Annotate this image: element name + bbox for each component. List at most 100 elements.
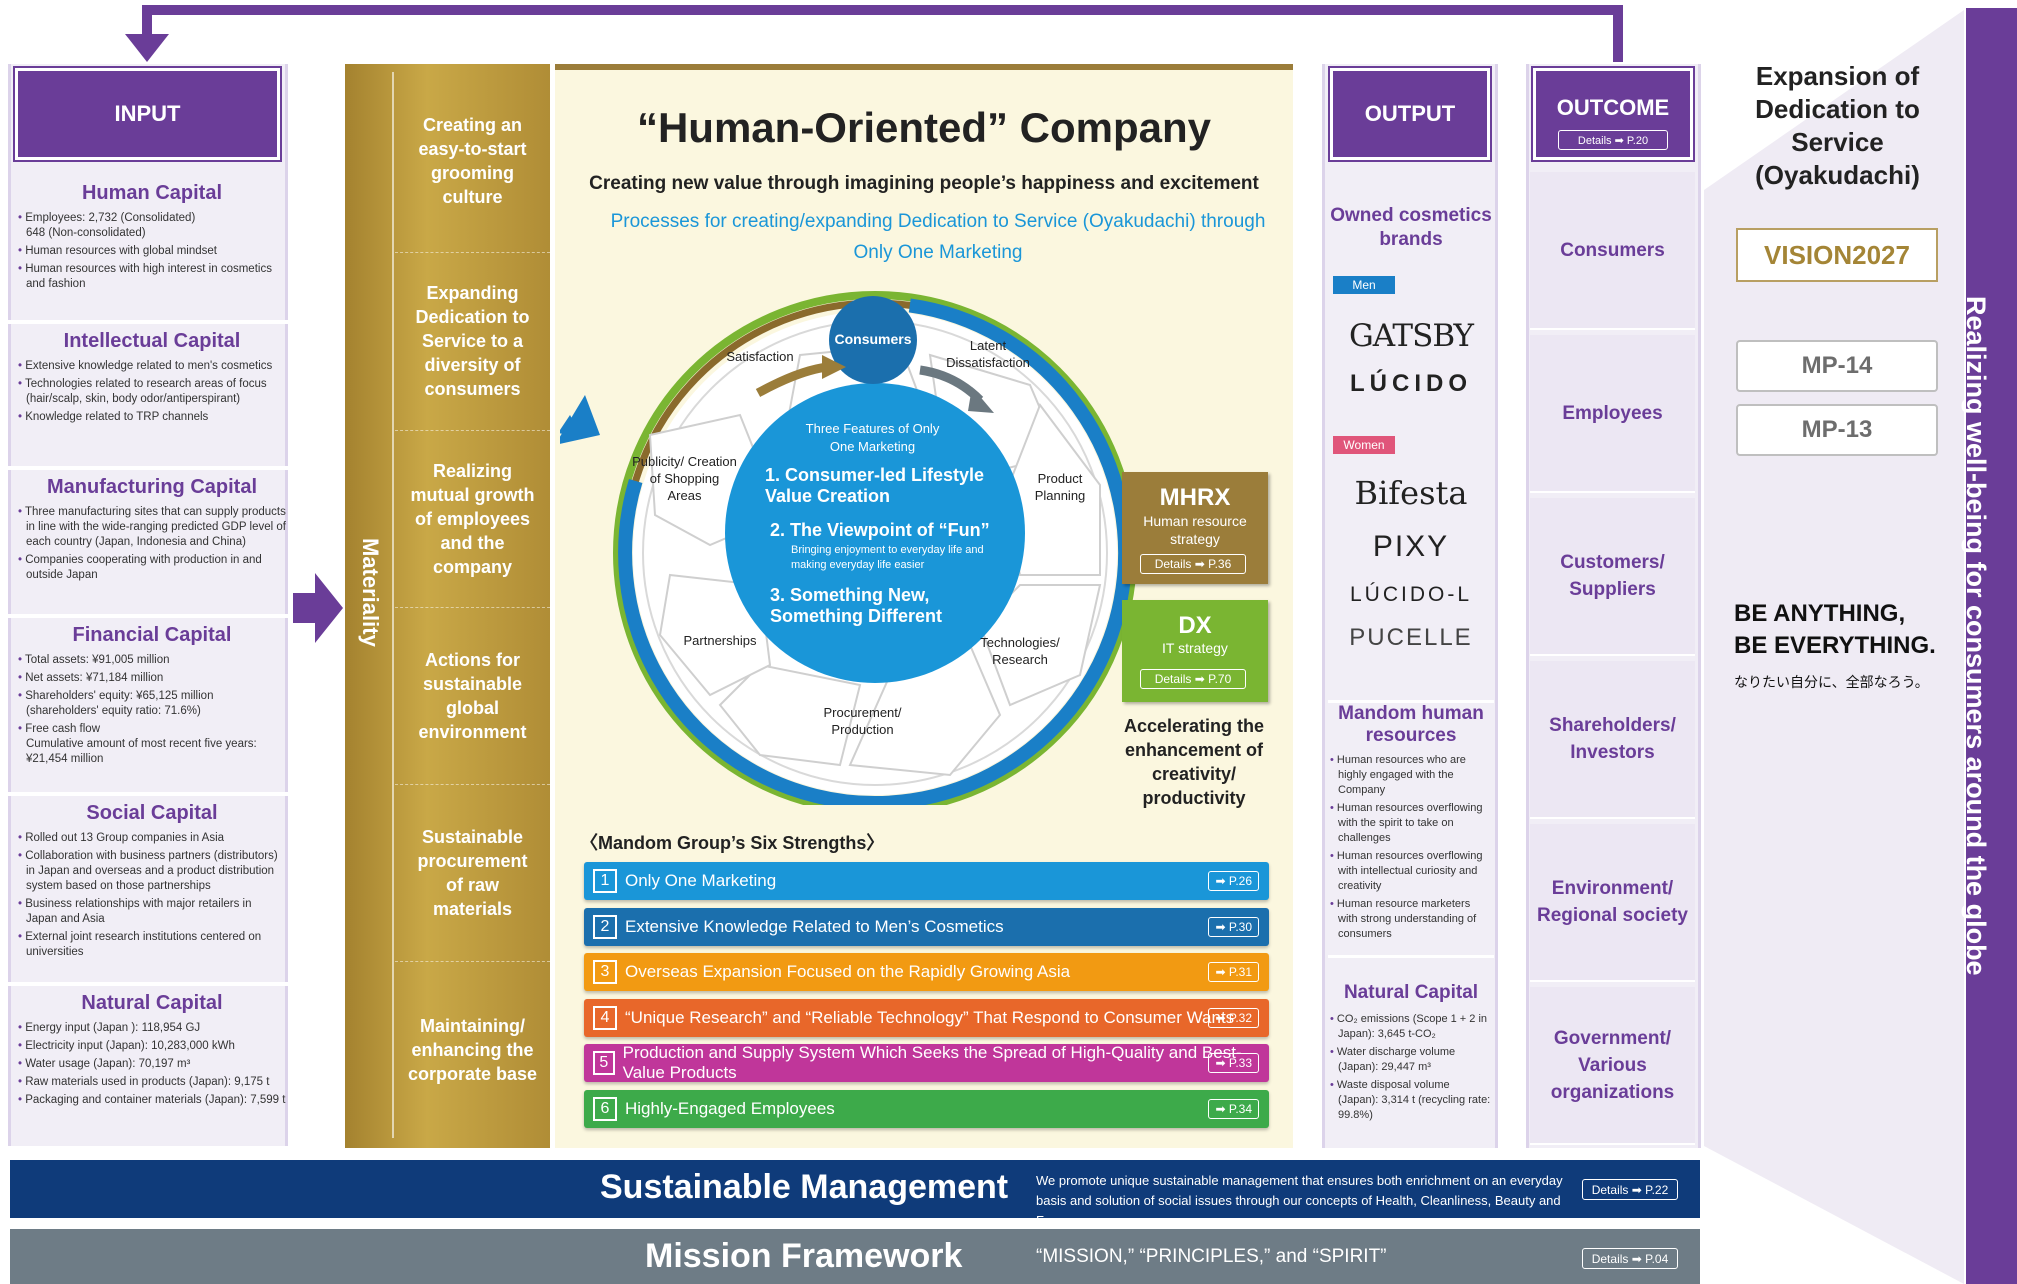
dx-sub: IT strategy <box>1162 640 1228 656</box>
feedback-arrow <box>125 5 1623 62</box>
brand-bifesta: Bifesta <box>1354 474 1468 512</box>
strength-page-link[interactable]: ➡ P.32 <box>1208 1007 1259 1028</box>
outcome-item: Employees <box>1530 335 1695 493</box>
strength-number: 1 <box>593 869 617 893</box>
center-subtitle: Creating new value through imagining peo… <box>589 173 1259 194</box>
outcome-header: OUTCOME <box>1531 66 1695 162</box>
capital-title: Human Capital <box>81 182 223 204</box>
mhrx-details-button[interactable]: Details ➡ P.36 <box>1140 554 1246 574</box>
capital-item: Electricity input (Japan): 10,283,000 kW… <box>18 1039 286 1054</box>
capital-item: Total assets: ¥91,005 million <box>18 653 286 668</box>
capital-intellectual-capital: Intellectual CapitalExtensive knowledge … <box>18 330 286 428</box>
mhrx-title: MHRX <box>1159 484 1231 511</box>
strength-label: Only One Marketing <box>625 871 777 890</box>
brands-title: Owned cosmetics brands <box>1330 205 1492 250</box>
vision2027-box: VISION2027 <box>1736 228 1938 282</box>
strength-page-link[interactable]: ➡ P.33 <box>1208 1053 1259 1073</box>
strength-row[interactable]: 1 Only One Marketing ➡ P.26 <box>584 862 1269 900</box>
materiality-band <box>345 64 550 1148</box>
materiality-item: Maintaining/ enhancing the corporate bas… <box>395 961 550 1138</box>
outcome-item: Customers/ Suppliers <box>1530 498 1695 656</box>
capital-social-capital: Social CapitalRolled out 13 Group compan… <box>18 802 286 963</box>
outcome-funnel <box>1704 10 1964 1284</box>
brand-lucido-l: LÚCIDO-L <box>1349 583 1473 606</box>
capital-item: Human resources with global mindset <box>18 244 286 259</box>
capital-item: Shareholders' equity: ¥65,125 million (s… <box>18 689 286 719</box>
strength-page-link[interactable]: ➡ P.34 <box>1208 1098 1259 1119</box>
strengths-title: 〈Mandom Group’s Six Strengths〉 <box>580 833 885 853</box>
outcome-item: Environment/ Regional society <box>1530 824 1695 982</box>
strength-page-link[interactable]: ➡ P.26 <box>1208 871 1259 891</box>
strength-number: 4 <box>593 1005 617 1030</box>
slogan-japanese: なりたい自分に、全部なろう。 <box>1734 674 1929 690</box>
vision-heading: Expansion of Dedication to Service (Oyak… <box>1755 61 1920 190</box>
segment-satisfaction: Satisfaction <box>726 349 794 364</box>
sm-details-button[interactable]: Details ➡ P.22 <box>1582 1179 1678 1200</box>
women-tag: Women <box>1333 436 1395 454</box>
feature-2-sub: Bringing enjoyment to everyday life and … <box>791 544 984 571</box>
capital-item: Business relationships with major retail… <box>18 897 286 927</box>
hr-item: Human resources who are highly engaged w… <box>1330 753 1492 798</box>
capital-separator <box>8 466 288 470</box>
capital-title: Social Capital <box>86 802 218 824</box>
output-panel <box>1322 64 1498 1148</box>
slogan-line-1: BE ANYTHING, <box>1734 600 1906 627</box>
mhrx-sub: Human resource strategy <box>1143 513 1247 547</box>
capital-item: Energy input (Japan ): 118,954 GJ <box>18 1021 286 1036</box>
strength-page-link[interactable]: ➡ P.31 <box>1208 962 1259 982</box>
out-natural-list: CO₂ emissions (Scope 1 + 2 in Japan): 3,… <box>1330 1012 1492 1126</box>
mf-details-button[interactable]: Details ➡ P.04 <box>1582 1248 1678 1269</box>
dx-details-button[interactable]: Details ➡ P.70 <box>1140 669 1246 689</box>
feature-1: 1. Consumer-led Lifestyle Value Creation <box>765 465 985 506</box>
outcome-details-button[interactable]: Details ➡ P.20 <box>1558 130 1668 150</box>
out-natural-item: Waste disposal volume (Japan): 3,314 t (… <box>1330 1078 1492 1123</box>
capital-financial-capital: Financial CapitalTotal assets: ¥91,005 m… <box>18 624 286 770</box>
mission-framework-bar <box>10 1229 1700 1284</box>
strength-number: 5 <box>593 1051 615 1075</box>
accel-text: Accelerating the enhancement of creativi… <box>1123 716 1265 808</box>
materiality-divider <box>392 72 394 1138</box>
brand-gatsby: GATSBY <box>1348 318 1474 354</box>
segment-procurement-production: Procurement/ Production <box>823 705 902 737</box>
input-header: INPUT <box>13 66 282 162</box>
capital-item: Free cash flow Cumulative amount of most… <box>18 722 286 767</box>
hr-item: Human resources overflowing with intelle… <box>1330 849 1492 894</box>
segment-publicity: Publicity/ Creation of Shopping Areas <box>632 454 737 503</box>
hr-title: Mandom human resources <box>1338 703 1484 746</box>
strength-row[interactable]: 4“Unique Research” and “Reliable Technol… <box>584 998 1269 1037</box>
outcome-item: Government/ Various organizations <box>1530 987 1695 1145</box>
capital-title: Intellectual Capital <box>63 330 241 352</box>
capital-title: Manufacturing Capital <box>46 476 257 498</box>
strength-label: Highly-Engaged Employees <box>625 1098 835 1118</box>
capital-item: Employees: 2,732 (Consolidated) 648 (Non… <box>18 211 286 241</box>
features-title: Three Features of Only One Marketing <box>805 421 940 454</box>
capital-item: Water usage (Japan): 70,197 m³ <box>18 1057 286 1072</box>
capital-item: Net assets: ¥71,184 million <box>18 671 286 686</box>
center-title: “Human-Oriented” Company <box>636 104 1212 151</box>
capital-item: Extensive knowledge related to men's cos… <box>18 359 286 374</box>
feature-3: 3. Something New, Something Different <box>770 585 943 626</box>
capital-item: Companies cooperating with production in… <box>18 553 286 583</box>
materiality-item: Expanding Dedication to Service to a div… <box>395 252 550 428</box>
sm-title: Sustainable Management <box>600 1168 1009 1206</box>
dx-title: DX <box>1178 612 1212 639</box>
consumers-label: Consumers <box>834 331 912 347</box>
capital-separator <box>8 614 288 618</box>
out-natural-item: Water discharge volume (Japan): 29,447 m… <box>1330 1045 1492 1075</box>
capital-item: Packaging and container materials (Japan… <box>18 1093 286 1108</box>
capital-human-capital: Human CapitalEmployees: 2,732 (Consolida… <box>18 182 286 295</box>
sustainable-management-bar <box>10 1160 1700 1218</box>
outcome-title: OUTCOME <box>1556 95 1670 120</box>
capital-item: Rolled out 13 Group companies in Asia <box>18 831 286 846</box>
materiality-item: Actions for sustainable global environme… <box>395 607 550 783</box>
mp14-box: MP-14 <box>1736 340 1938 392</box>
brand-lucido: LÚCIDO <box>1350 370 1472 397</box>
input-arrow-icon <box>293 573 343 643</box>
strength-page-link[interactable]: ➡ P.30 <box>1208 916 1259 937</box>
process-cycle <box>560 291 1137 805</box>
capital-separator <box>8 320 288 324</box>
